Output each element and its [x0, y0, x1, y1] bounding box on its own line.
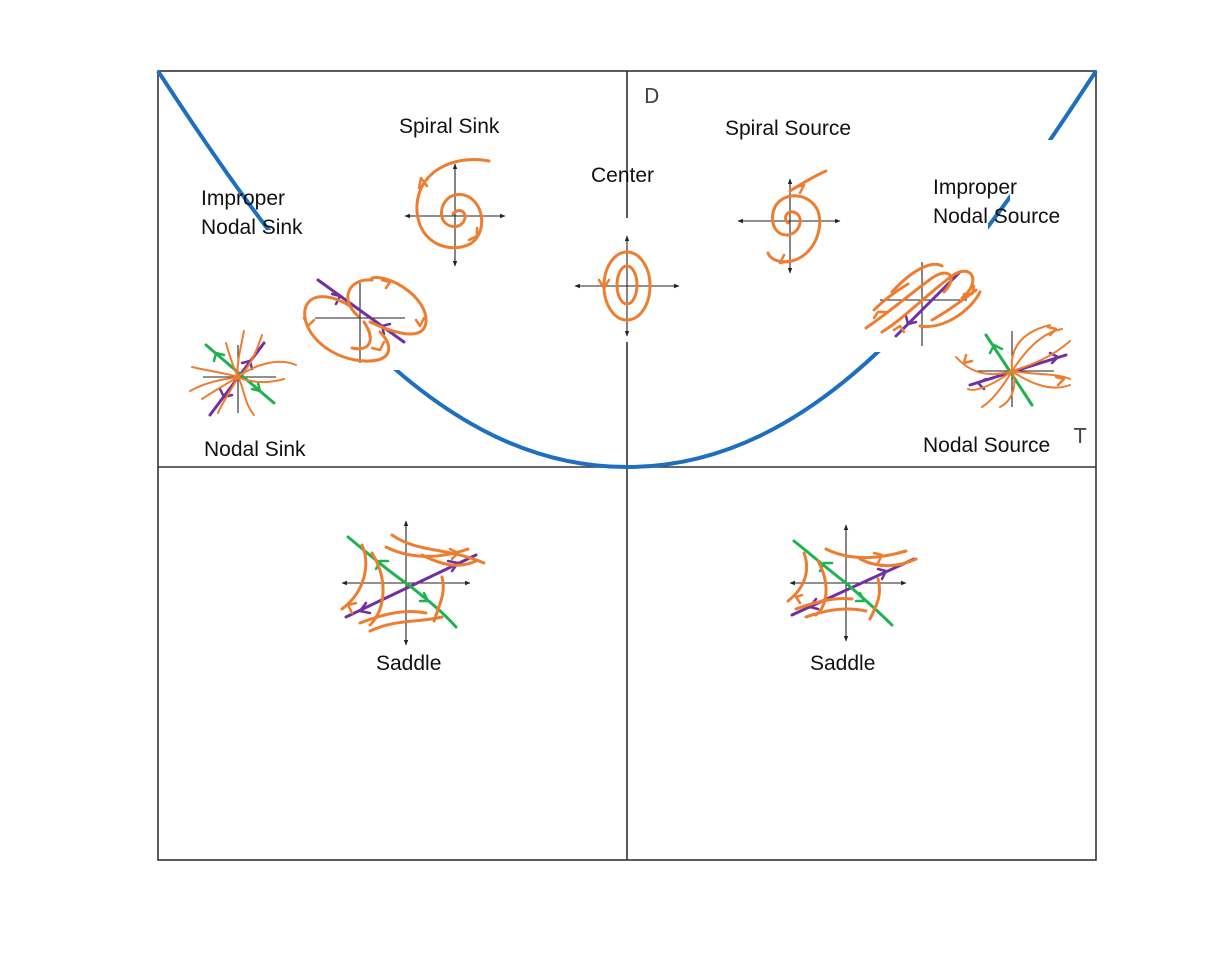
center-portrait: [574, 235, 680, 337]
improper-nodal-sink-portrait: [302, 276, 428, 363]
label-saddle-left: Saddle: [376, 652, 441, 675]
spiral-source-portrait: [737, 169, 841, 274]
label-spiral-sink: Spiral Sink: [399, 115, 500, 138]
sketch-mask: [262, 230, 462, 370]
label-center: Center: [591, 164, 654, 187]
label-improper-nodal-sink: Improper Nodal Sink: [201, 187, 303, 239]
nodal-sink-portrait: [189, 330, 297, 417]
label-nodal-source: Nodal Source: [923, 434, 1050, 457]
spiral-sink-portrait: [404, 158, 506, 267]
sketch-mask: [1010, 140, 1070, 200]
label-nodal-sink: Nodal Sink: [204, 438, 306, 461]
saddle-right-portrait: [786, 524, 918, 642]
d-axis-label: D: [644, 84, 659, 108]
label-spiral-source: Spiral Source: [725, 117, 851, 140]
saddle-left-portrait: [340, 520, 486, 646]
label-improper-nodal-source: Improper Nodal Source: [933, 176, 1060, 228]
t-axis-label: T: [1073, 424, 1087, 448]
improper-nodal-source-portrait: [864, 262, 982, 346]
label-saddle-right: Saddle: [810, 652, 875, 675]
nodal-source-portrait: [955, 324, 1071, 408]
